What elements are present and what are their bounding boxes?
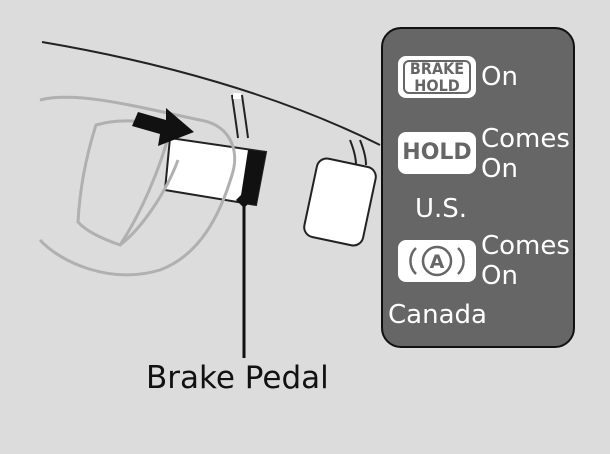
brake-hold-status: On	[481, 62, 518, 92]
auto-brake-circle-icon: A	[409, 245, 465, 277]
brake-pedal-pad	[163, 136, 268, 207]
region-us-label: U.S.	[415, 194, 468, 224]
brake-hold-icon-border	[403, 60, 471, 94]
brake-hold-indicator-icon: BRAKE HOLD	[398, 56, 476, 98]
callout-pointer	[236, 192, 252, 208]
hold-status-line1: Comes	[481, 124, 570, 154]
auto-brake-indicator-icon: A	[398, 240, 476, 282]
auto-status-line2: On	[481, 261, 518, 291]
brake-hold-line1: BRAKE	[409, 59, 465, 78]
hold-status-line2: On	[481, 154, 518, 184]
brake-pedal-label: Brake Pedal	[146, 360, 329, 396]
region-canada-label: Canada	[388, 300, 487, 330]
press-arrow	[132, 108, 194, 146]
dashboard-edge-line	[41, 41, 381, 146]
hold-indicator-icon: HOLD	[398, 132, 476, 174]
accelerator-pedal	[303, 139, 377, 247]
brake-pedal-arm	[231, 93, 249, 139]
svg-text:A: A	[430, 251, 445, 273]
brake-hold-line2: HOLD	[414, 76, 460, 95]
auto-status-line1: Comes	[481, 231, 570, 261]
